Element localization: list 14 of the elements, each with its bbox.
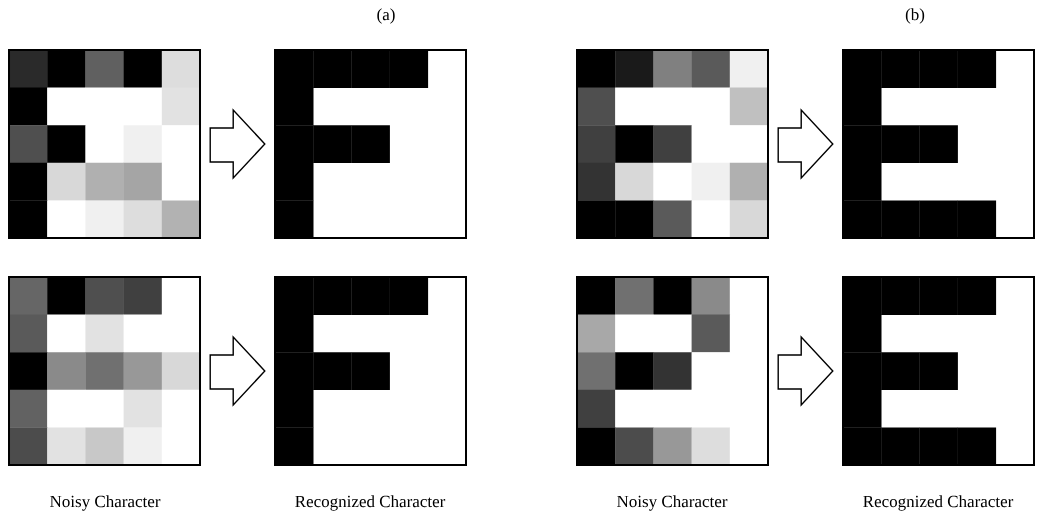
panel-label: (a) [377, 8, 395, 24]
block-arrow [209, 108, 266, 180]
noisy-character-grid [8, 276, 201, 466]
recognized-character-grid [842, 276, 1035, 466]
noisy-character-grid [8, 49, 201, 239]
block-arrow [209, 335, 266, 407]
panel-label: (b) [905, 8, 925, 24]
block-arrow [777, 108, 834, 180]
recognized-character-grid [274, 276, 467, 466]
recognized-character-grid [274, 49, 467, 239]
noisy-character-grid [576, 49, 769, 239]
noisy-character-grid [576, 276, 769, 466]
recognized-character-grid [842, 49, 1035, 239]
block-arrow [777, 335, 834, 407]
